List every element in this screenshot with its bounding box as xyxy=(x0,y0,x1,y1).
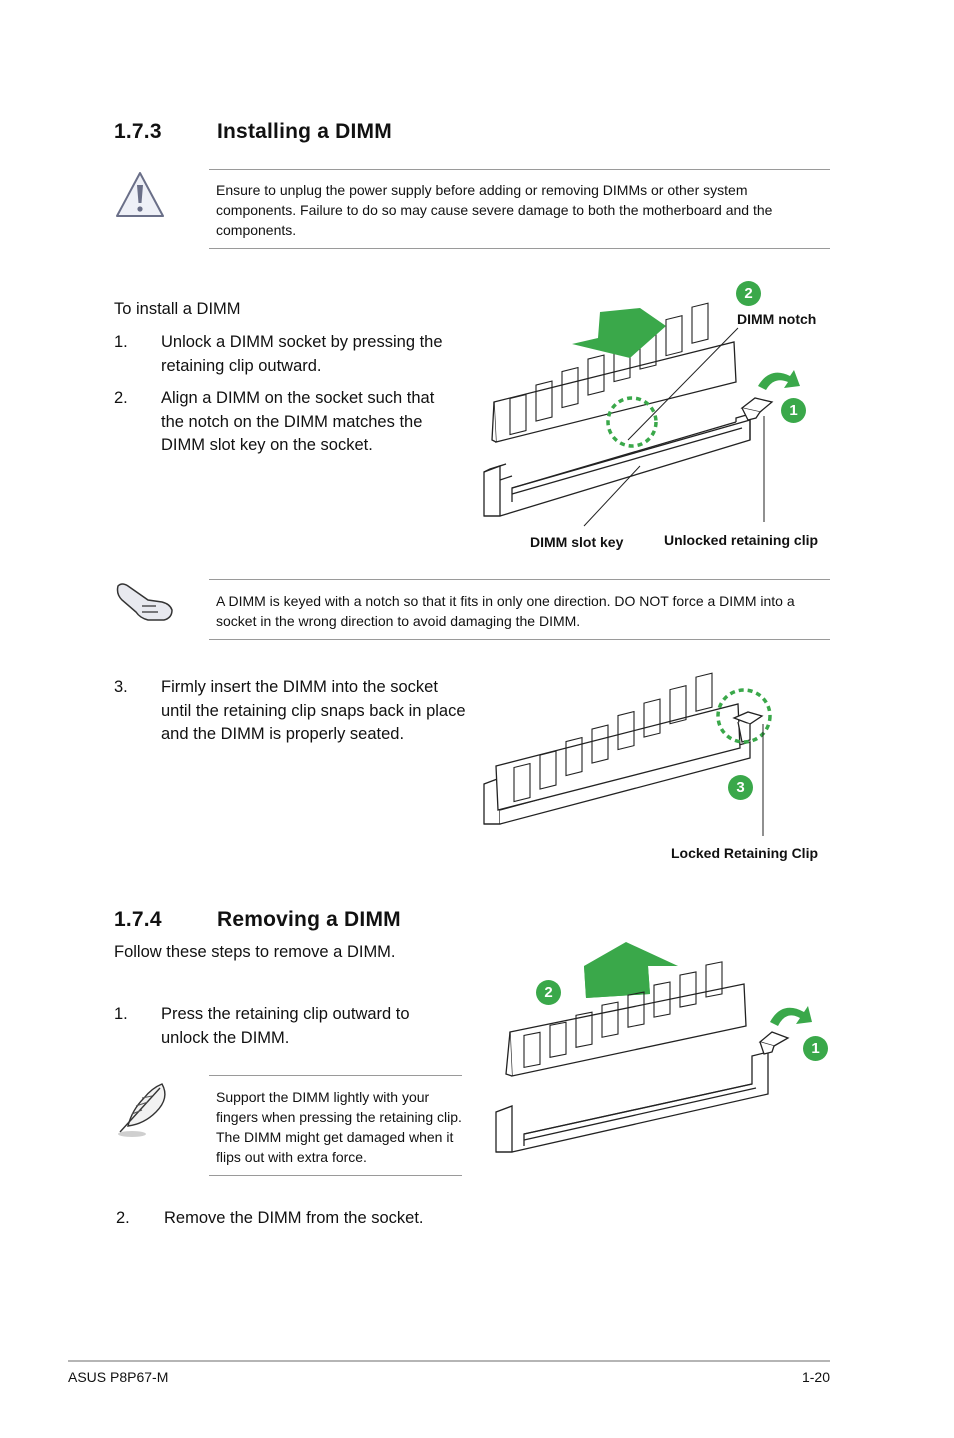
step-number: 1. xyxy=(114,333,128,351)
dimm-chips xyxy=(513,672,713,803)
step-text: Remove the DIMM from the socket. xyxy=(164,1209,424,1227)
feather-pen-icon xyxy=(118,1083,166,1137)
step-number: 2. xyxy=(116,1209,130,1227)
step-text: Firmly insert the DIMM into the socket u… xyxy=(161,678,466,743)
dimm-module xyxy=(491,341,737,443)
label-locked-clip: Locked Retaining Clip xyxy=(671,845,819,861)
note-rule-top xyxy=(209,169,830,170)
step-number: 1. xyxy=(114,1005,128,1023)
badge-locked: 3 xyxy=(728,775,753,800)
step-text: Unlock a DIMM socket by pressing the ret… xyxy=(161,333,443,375)
step-text: Align a DIMM on the socket such that the… xyxy=(161,389,435,454)
step-number: 2. xyxy=(114,389,128,407)
dimm-module xyxy=(505,983,747,1077)
badge-clip: 1 xyxy=(803,1036,828,1061)
tip-note-text: Support the DIMM lightly with your finge… xyxy=(216,1089,462,1165)
dimm-install-figure xyxy=(483,302,800,527)
note-rule-top xyxy=(209,579,830,580)
retaining-clip xyxy=(732,711,764,743)
label-dimm-notch: DIMM notch xyxy=(737,311,817,327)
section-title: Removing a DIMM xyxy=(217,908,401,931)
dimm-locked-figure xyxy=(483,672,772,836)
retaining-clip xyxy=(740,397,774,421)
caution-note-text: A DIMM is keyed with a notch so that it … xyxy=(216,593,795,629)
remove-step-2: 2. Remove the DIMM from the socket. xyxy=(114,1207,474,1233)
note-rule-bottom xyxy=(209,639,830,640)
section-title: Installing a DIMM xyxy=(217,120,392,143)
warning-note-text: Ensure to unplug the power supply before… xyxy=(216,182,773,238)
dimm-remove-figure xyxy=(495,942,812,1153)
section-number: 1.7.3 xyxy=(114,120,162,143)
remove-intro: Follow these steps to remove a DIMM. xyxy=(114,943,396,961)
notch-highlight xyxy=(606,396,658,448)
caution-hand-icon xyxy=(116,583,173,621)
section-number: 1.7.4 xyxy=(114,908,162,931)
retaining-clip xyxy=(758,1031,790,1055)
badge-clip: 1 xyxy=(781,398,806,423)
note-rule-top xyxy=(209,1075,462,1076)
lift-arrow-icon-head xyxy=(584,942,678,998)
note-rule-bottom xyxy=(209,1175,462,1176)
install-intro: To install a DIMM xyxy=(114,300,241,318)
step-number: 3. xyxy=(114,678,128,696)
footer-page-number: 1-20 xyxy=(801,1369,830,1385)
dimm-socket xyxy=(495,1051,769,1153)
note-rule-bottom xyxy=(209,248,830,249)
clip-highlight xyxy=(716,688,772,744)
footer-product: ASUS P8P67-M xyxy=(68,1369,169,1385)
install-step-1: 1. Unlock a DIMM socket by pressing the … xyxy=(114,331,464,381)
section-heading-remove: 1.7.4 Removing a DIMM xyxy=(114,908,514,936)
dimm-chips xyxy=(523,961,723,1069)
clip-direction-icon xyxy=(770,1006,812,1026)
label-unlocked-clip: Unlocked retaining clip xyxy=(664,532,819,548)
footer-rule xyxy=(68,1360,830,1362)
warning-icon xyxy=(116,172,164,217)
badge-notch: 2 xyxy=(736,281,761,306)
remove-step-1: 1. Press the retaining clip outward to u… xyxy=(114,1003,464,1053)
step-text: Press the retaining clip outward to unlo… xyxy=(161,1005,410,1047)
install-step-3: 3. Firmly insert the DIMM into the socke… xyxy=(114,676,474,750)
insert-arrow-icon xyxy=(572,308,666,358)
clip-direction-icon xyxy=(758,370,800,390)
dimm-module xyxy=(495,703,741,811)
badge-lift: 2 xyxy=(536,980,561,1005)
section-heading-install: 1.7.3 Installing a DIMM xyxy=(114,120,514,148)
install-step-2: 2. Align a DIMM on the socket such that … xyxy=(114,387,464,461)
label-dimm-slot-key: DIMM slot key xyxy=(530,534,624,550)
